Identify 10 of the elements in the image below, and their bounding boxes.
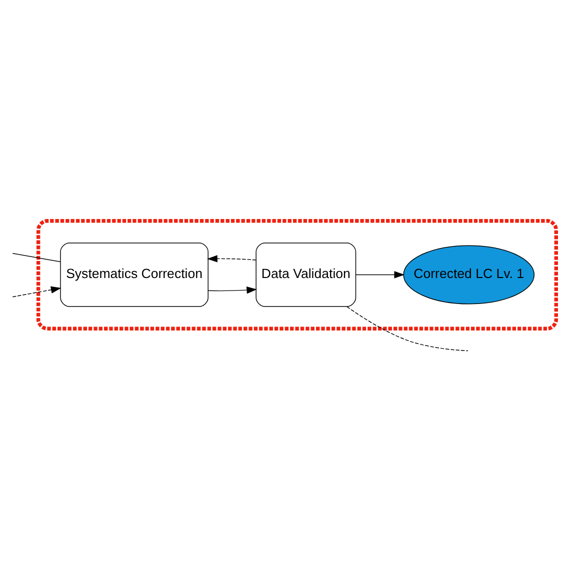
arrow bbox=[355, 270, 405, 278]
cluster bbox=[36, 218, 558, 330]
connector bbox=[346, 306, 468, 351]
connector bbox=[12, 252, 61, 262]
arrow bbox=[207, 254, 256, 262]
node-ellipse: Corrected LC Lv. 1 bbox=[403, 244, 535, 304]
arrow bbox=[208, 286, 258, 294]
node-box: Data Validation bbox=[256, 242, 356, 306]
node-box: Systematics Correction bbox=[60, 242, 208, 306]
arrow bbox=[12, 286, 62, 297]
